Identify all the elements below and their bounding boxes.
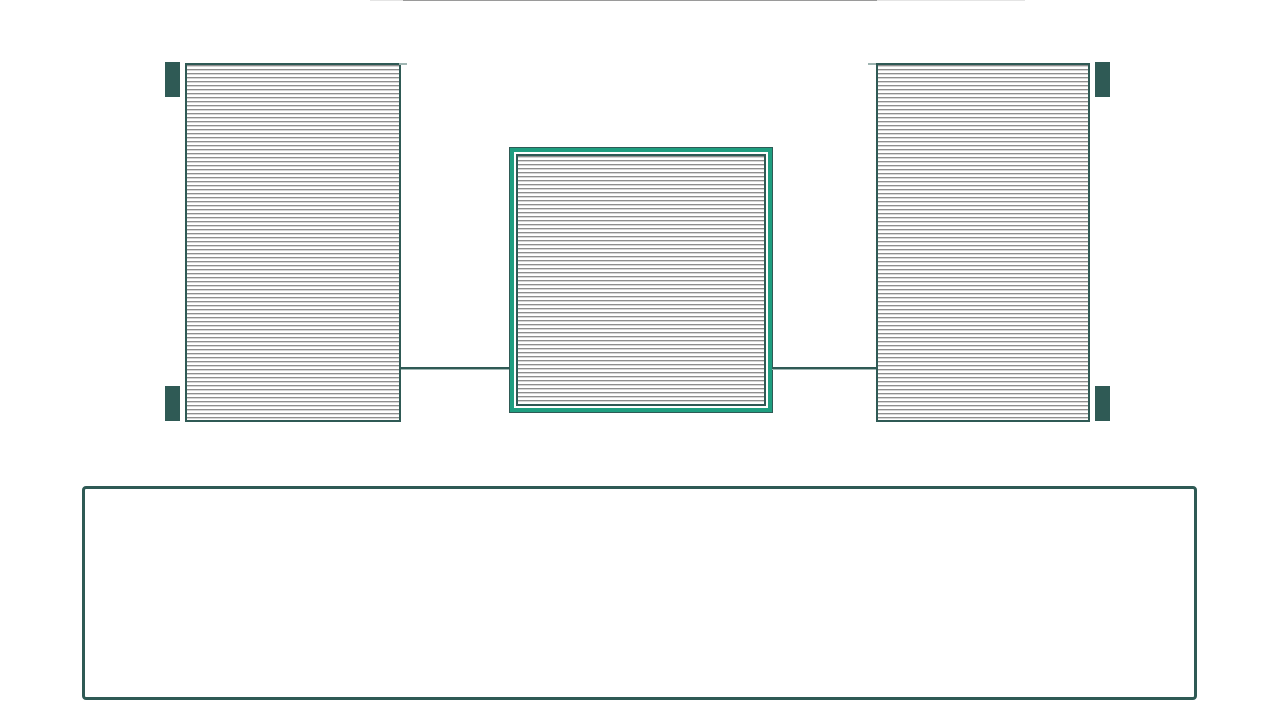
left-panel-top-handle[interactable] [165, 62, 180, 97]
right-panel-top-handle[interactable] [1095, 62, 1110, 97]
text-box-content [85, 489, 1194, 521]
right-panel[interactable] [868, 63, 1090, 422]
left-connector-line [401, 367, 510, 370]
left-panel[interactable] [185, 63, 407, 422]
top-edge-line [403, 0, 877, 1]
right-panel-bottom-handle[interactable] [1095, 386, 1110, 421]
text-input-box[interactable] [82, 486, 1197, 700]
right-connector-line [772, 367, 876, 370]
center-panel-selected[interactable] [510, 148, 772, 412]
left-panel-bottom-handle[interactable] [165, 386, 180, 421]
